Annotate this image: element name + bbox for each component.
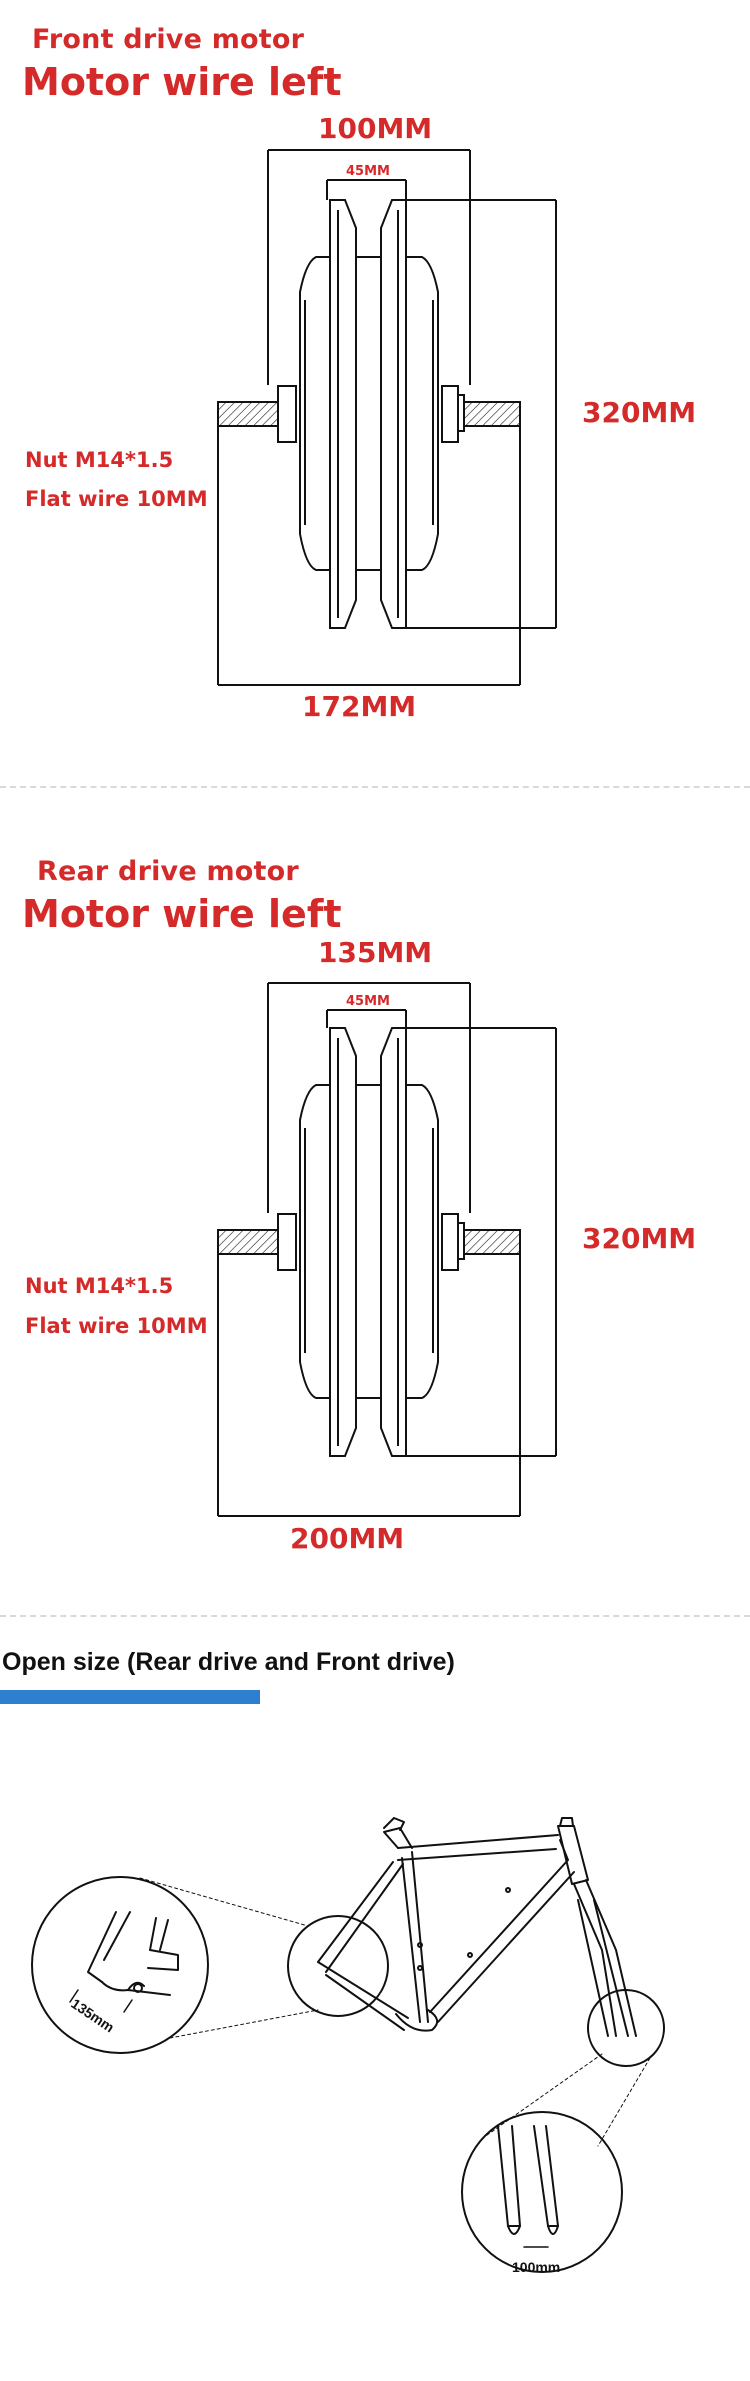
rear-spacing-label: 135mm	[68, 1995, 117, 2035]
front-nut-label: Nut M14*1.5	[25, 448, 174, 472]
divider-1	[0, 786, 750, 788]
front-total-width-label: 172MM	[302, 690, 417, 723]
title-accent-bar	[0, 1690, 260, 1704]
rear-nut-label: Nut M14*1.5	[25, 1274, 174, 1298]
divider-2	[0, 1615, 750, 1617]
front-fork-callout	[461, 1989, 665, 2273]
front-inner-width-label: 45MM	[346, 164, 390, 179]
open-size-title: Open size (Rear drive and Front drive)	[2, 1648, 455, 1676]
rear-subtitle: Rear drive motor	[37, 856, 299, 887]
front-top-width-label: 100MM	[318, 112, 433, 145]
front-motor-drawing	[217, 149, 557, 686]
front-wire-label: Flat wire 10MM	[25, 487, 208, 511]
rear-inner-width-label: 45MM	[346, 994, 390, 1009]
rear-title: Motor wire left	[22, 892, 342, 936]
rear-total-width-label: 200MM	[290, 1522, 405, 1555]
front-height-label: 320MM	[582, 396, 697, 429]
front-title: Motor wire left	[22, 60, 342, 104]
rear-dropout-callout	[31, 1876, 389, 2054]
rear-motor-panel: Rear drive motor Motor wire left	[0, 828, 750, 1608]
front-motor-panel: Front drive motor Motor wire left	[0, 0, 750, 780]
front-subtitle: Front drive motor	[32, 24, 305, 55]
rear-wire-label: Flat wire 10MM	[25, 1314, 208, 1338]
rear-height-label: 320MM	[582, 1222, 697, 1255]
rear-motor-drawing	[217, 982, 557, 1517]
rear-top-width-label: 135MM	[318, 936, 433, 969]
bike-frame	[317, 1817, 637, 2037]
front-spacing-label: 100mm	[512, 2259, 560, 2275]
